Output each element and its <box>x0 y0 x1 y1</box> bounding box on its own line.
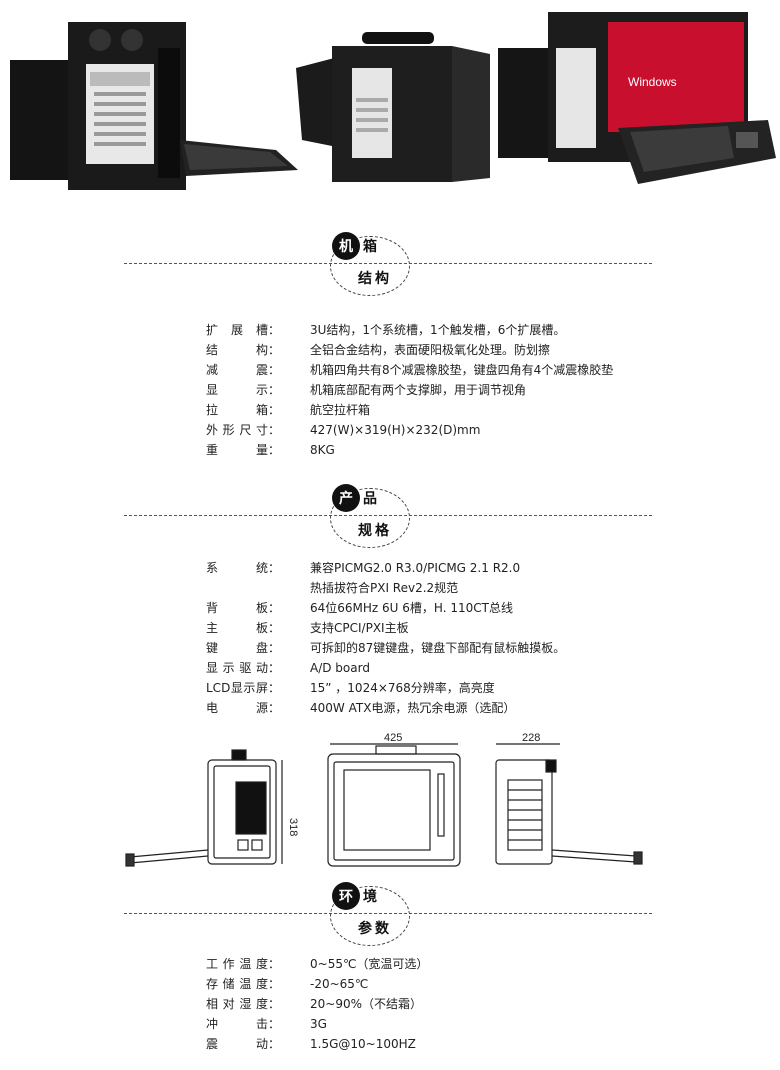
spec-label: 拉箱 <box>206 403 268 417</box>
dashed-circle <box>330 488 410 548</box>
dimension-drawings: 318 425 228 <box>125 732 643 867</box>
spec-label: 显示 <box>206 383 268 397</box>
spec-label: 电源 <box>206 701 268 715</box>
spec-label: LCD显示屏 <box>206 681 268 695</box>
spec-label: 存储温度 <box>206 977 268 991</box>
section-heading-environment: 环 境 参数 <box>0 878 780 950</box>
heading-badge: 机 <box>332 232 360 260</box>
spec-value: 支持CPCI/PXI主板 <box>310 621 409 635</box>
heading-title: 境 <box>363 889 377 905</box>
spec-label: 系统 <box>206 561 268 575</box>
spec-label: 背板 <box>206 601 268 615</box>
spec-label: 工作温度 <box>206 957 268 971</box>
spec-value: 全铝合金结构，表面硬阳极氧化处理。防划擦 <box>310 343 551 357</box>
dim-height: 318 <box>287 818 299 836</box>
spec-value: 427(W)×319(H)×232(D)mm <box>310 423 481 437</box>
spec-label: 相对湿度 <box>206 997 268 1011</box>
spec-value: -20~65℃ <box>310 977 369 991</box>
heading-title: 箱 <box>363 239 377 255</box>
spec-label: 减震 <box>206 363 268 377</box>
spec-value: A/D board <box>310 661 370 675</box>
spec-label: 主板 <box>206 621 268 635</box>
photo-open-chassis <box>10 22 298 190</box>
spec-label: 震动 <box>206 1037 268 1051</box>
spec-value: 64位66MHz 6U 6槽，H. 110CT总线 <box>310 601 513 615</box>
dashed-circle <box>330 886 410 946</box>
heading-subtitle: 规格 <box>358 523 392 539</box>
drawing-side-view <box>125 749 283 867</box>
spec-list-environment: 工作温度：0~55℃（宽温可选） 存储温度：-20~65℃ 相对湿度：20~90… <box>206 954 666 1054</box>
heading-badge: 环 <box>332 882 360 910</box>
spec-value: 3U结构，1个系统槽，1个触发槽，6个扩展槽。 <box>310 323 566 337</box>
spec-label: 扩展槽 <box>206 323 268 337</box>
spec-label: 显示驱动 <box>206 661 268 675</box>
section-heading-product: 产 品 规格 <box>0 480 780 552</box>
spec-value: 航空拉杆箱 <box>310 403 371 417</box>
spec-value: 20~90%（不结霜） <box>310 997 422 1011</box>
drawing-front-view <box>327 743 461 867</box>
spec-value: 机箱底部配有两个支撑脚，用于调节视角 <box>310 383 527 397</box>
spec-list-chassis: 扩展槽：3U结构，1个系统槽，1个触发槽，6个扩展槽。 结构：全铝合金结构，表面… <box>206 320 666 460</box>
photo-closed-case <box>296 32 490 182</box>
spec-value: 热插拔符合PXI Rev2.2规范 <box>310 581 459 595</box>
heading-badge: 产 <box>332 484 360 512</box>
spec-value: 可拆卸的87键键盘，键盘下部配有鼠标触摸板。 <box>310 641 566 655</box>
dim-depth: 228 <box>522 732 540 744</box>
spec-label: 外形尺寸 <box>206 423 268 437</box>
dashed-circle <box>330 236 410 296</box>
heading-subtitle: 结构 <box>358 271 392 287</box>
spec-value: 3G <box>310 1017 327 1031</box>
section-heading-chassis: 机 箱 结构 <box>0 228 780 300</box>
dim-width: 425 <box>384 732 402 744</box>
spec-value: 机箱四角共有8个减震橡胶垫，键盘四角有4个减震橡胶垫 <box>310 363 614 377</box>
spec-label: 键盘 <box>206 641 268 655</box>
heading-title: 品 <box>363 491 377 507</box>
spec-label: 重量 <box>206 443 268 457</box>
spec-value: 0~55℃（宽温可选） <box>310 957 429 971</box>
spec-list-product: 系统：兼容PICMG2.0 R3.0/PICMG 2.1 R2.0 热插拔符合P… <box>206 558 666 718</box>
spec-value: 400W ATX电源，热冗余电源（选配） <box>310 701 516 715</box>
photo-screen-text: Windows <box>628 75 677 89</box>
photo-open-screen: Windows <box>498 12 776 184</box>
heading-subtitle: 参数 <box>358 921 392 937</box>
spec-value: 8KG <box>310 443 335 457</box>
spec-label <box>206 578 268 598</box>
spec-value: 1.5G@10~100HZ <box>310 1037 416 1051</box>
drawing-rear-view <box>495 743 643 865</box>
spec-label: 冲击 <box>206 1017 268 1031</box>
product-photos: Windows <box>0 0 780 200</box>
spec-value: 兼容PICMG2.0 R3.0/PICMG 2.1 R2.0 <box>310 561 521 575</box>
spec-value: 15” ，1024×768分辨率，高亮度 <box>310 681 495 695</box>
spec-label: 结构 <box>206 343 268 357</box>
